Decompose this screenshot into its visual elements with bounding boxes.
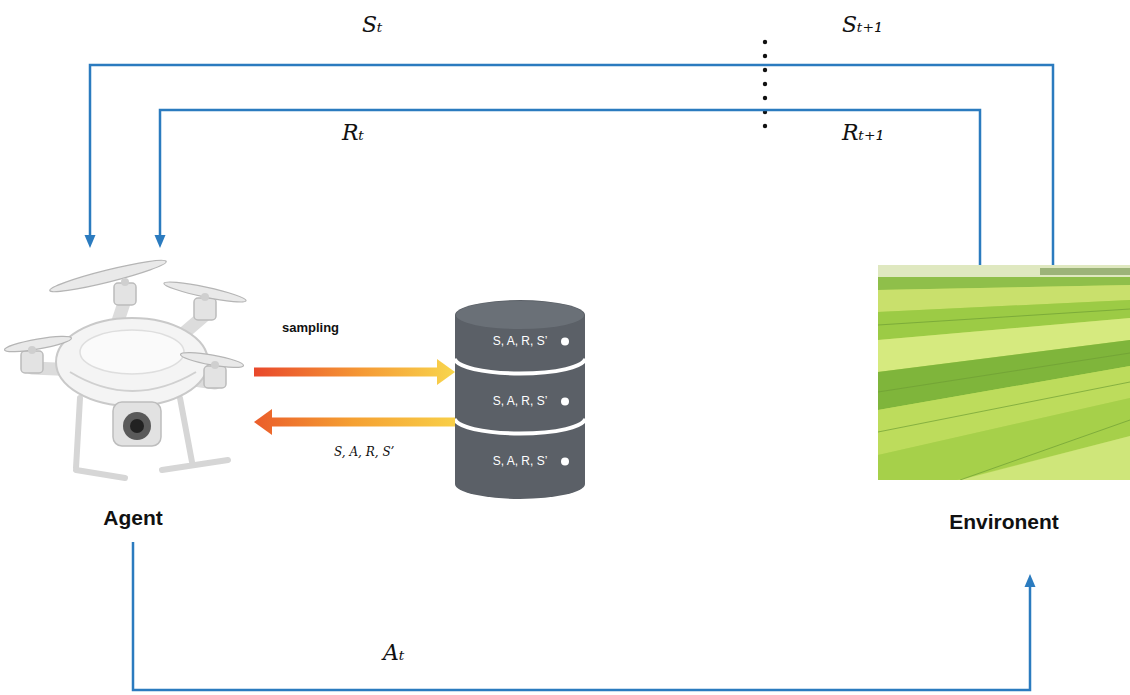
cylinder-divider	[455, 419, 585, 434]
edge-label: Sₜ	[362, 12, 383, 38]
cylinder-top	[456, 301, 584, 329]
transition-arrow	[254, 409, 455, 435]
time-separator-dots	[763, 40, 767, 128]
node-label: Environent	[949, 510, 1059, 534]
time-label-holder: Sₜ₊₁	[842, 12, 883, 38]
state-arrow	[85, 65, 1054, 265]
reward-arrow	[155, 110, 981, 265]
node-label: Agent	[103, 506, 163, 530]
connector-line	[268, 418, 455, 427]
arrowhead	[1025, 574, 1036, 587]
edge-label-holder: Rₜ	[342, 120, 364, 146]
edge-label-holder: Sₜ	[362, 12, 383, 38]
arrowhead	[437, 359, 455, 385]
environment-node: Environent	[878, 265, 1130, 574]
edge-label-holder: sampling	[282, 318, 339, 336]
time-label-holder: Rₜ₊₁	[842, 120, 884, 146]
status-dot	[561, 338, 569, 346]
connector-line	[90, 65, 1053, 265]
edge-label-holder: Aₜ	[383, 640, 404, 666]
status-dot	[561, 458, 569, 466]
connector-line	[160, 110, 980, 265]
connector-line	[254, 368, 441, 377]
replay-buffer-cylinder: S, A, R, S’ S, A, R, S’ S, A, R, S’	[455, 300, 585, 499]
next-reward-label: Rₜ₊₁	[842, 120, 884, 146]
status-dot	[561, 398, 569, 406]
arrowhead	[155, 235, 166, 248]
next-state-label: Sₜ₊₁	[842, 12, 883, 38]
drone-illustration	[4, 256, 247, 478]
cylinder-divider	[455, 359, 585, 374]
agent-node: Agent	[0, 248, 266, 542]
action-arrow	[133, 542, 1036, 690]
edge-label: Rₜ	[342, 120, 364, 146]
edge-label: Aₜ	[383, 640, 404, 666]
arrowhead	[254, 409, 272, 435]
edge-label: sampling	[282, 320, 339, 335]
buffer-entry: S, A, R, S’	[493, 334, 548, 349]
field-illustration	[878, 265, 1130, 480]
buffer-entry: S, A, R, S’	[493, 394, 548, 409]
cylinder-body	[455, 300, 585, 499]
connector-line	[133, 542, 1030, 690]
edge-label-holder: S, A, R, S’	[334, 442, 394, 460]
sampling-arrow	[254, 359, 455, 385]
buffer-entry: S, A, R, S’	[493, 454, 548, 469]
edge-label: S, A, R, S’	[334, 445, 394, 459]
arrowhead	[85, 235, 96, 248]
